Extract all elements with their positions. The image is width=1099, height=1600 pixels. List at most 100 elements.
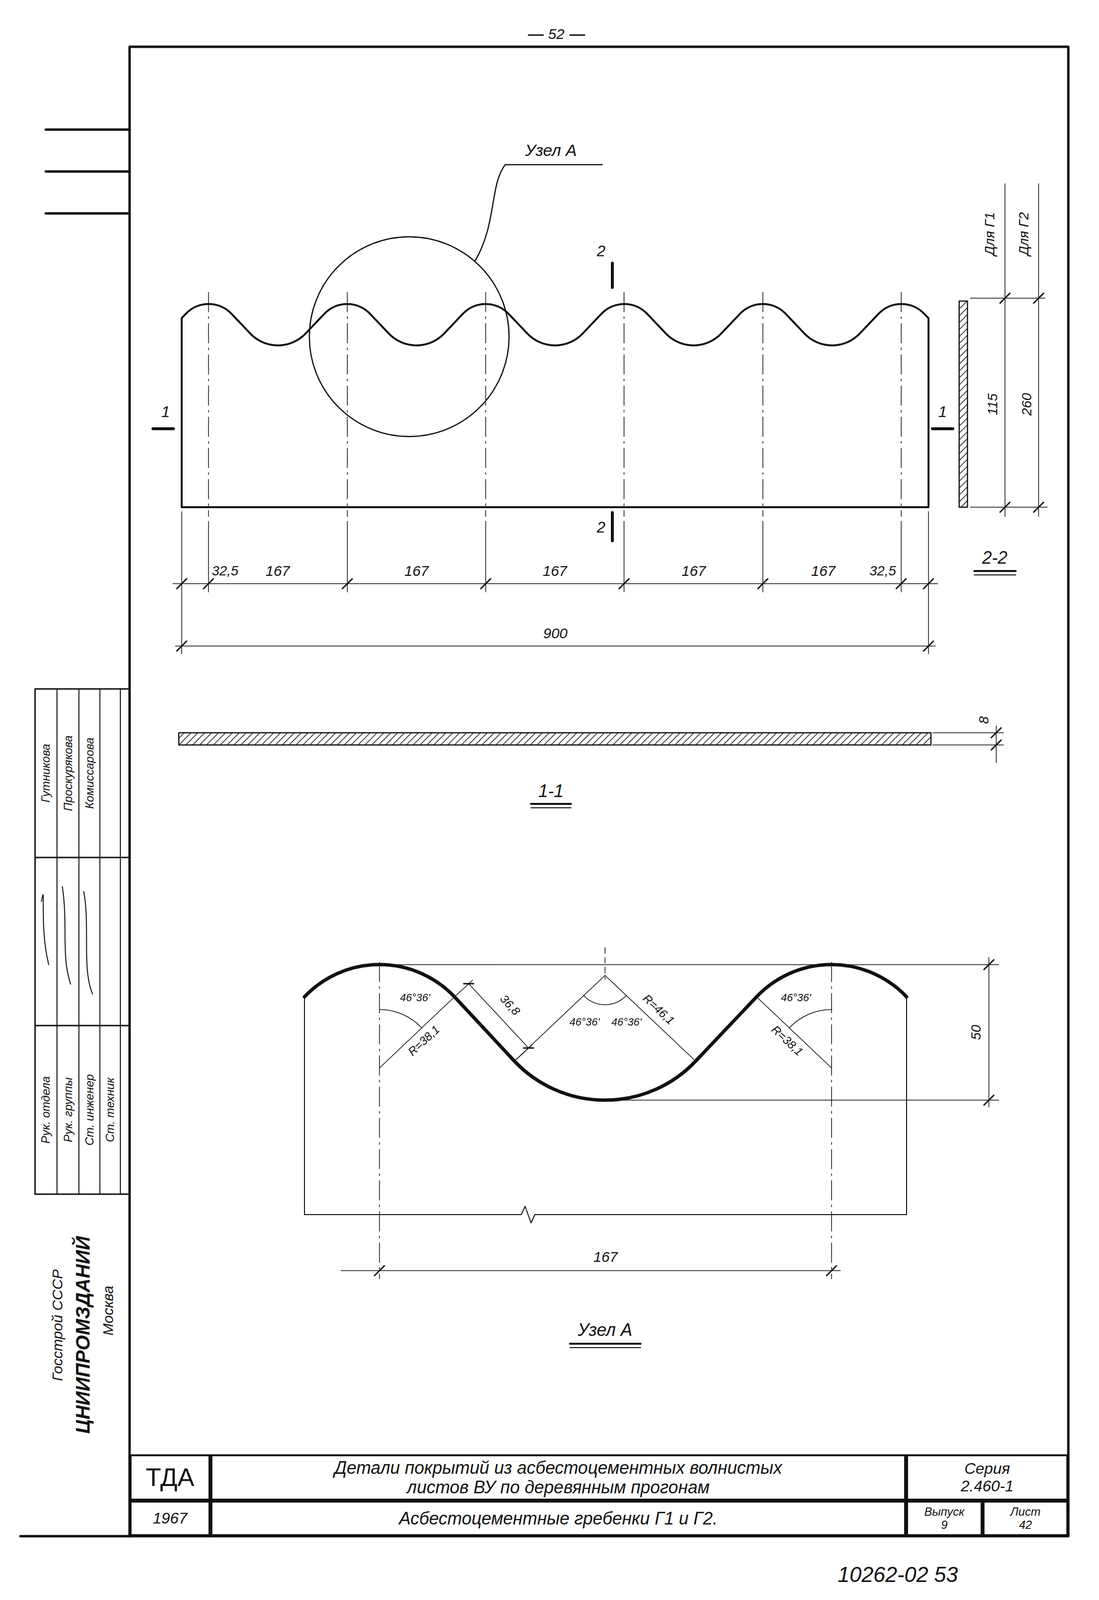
angle-value: 46°36' <box>611 1016 642 1028</box>
extension-line <box>762 521 764 592</box>
edge-line <box>906 996 908 1215</box>
comb-outline <box>181 303 929 508</box>
dimension-value: 32,5 <box>869 564 897 578</box>
binding-mark <box>45 128 130 132</box>
stamp-line <box>56 688 58 1194</box>
title-underline <box>569 1342 641 1345</box>
stamp-position: Ст. инженер <box>83 1074 96 1146</box>
stamp-line <box>78 688 80 1194</box>
radius-value: R=46,1 <box>640 992 677 1027</box>
stamp-line <box>35 856 130 859</box>
angle-arc <box>379 1009 422 1028</box>
extension-line <box>932 744 1004 746</box>
cell-text: Выпуск <box>924 1505 965 1518</box>
cell-text: ТДА <box>145 1463 195 1492</box>
stamp-position: Рук. отдела <box>39 1076 52 1144</box>
stamp-line <box>35 1024 130 1027</box>
cell-text: 2.460-1 <box>960 1477 1014 1495</box>
dimension-value: 167 <box>681 563 706 579</box>
extension-line <box>379 964 999 966</box>
section-mark: 1 <box>938 403 948 420</box>
dimension-tick <box>374 1265 837 1276</box>
dimension-value: 167 <box>811 563 836 579</box>
angle-value: 46°36' <box>569 1016 600 1028</box>
dimension-value: 900 <box>543 625 568 641</box>
cell-text: Серия <box>964 1459 1011 1478</box>
break-line <box>304 1206 907 1223</box>
dimension-value: 115 <box>985 393 1000 416</box>
dimension-value: 50 <box>969 1024 984 1040</box>
section-profile <box>959 301 968 508</box>
title-underline <box>974 569 1016 572</box>
dimension-value: 167 <box>542 563 568 579</box>
callout-underline <box>505 164 603 166</box>
angle-value: 46°36' <box>780 992 812 1004</box>
center-line <box>762 292 764 517</box>
extension-line <box>623 521 625 592</box>
sheet-title-cell: Детали покрытий из асбестоцементных волн… <box>210 1454 907 1501</box>
callout-label: Узел А <box>525 141 577 159</box>
dimension-line <box>468 983 529 1048</box>
dimension-value: 167 <box>593 1249 618 1265</box>
extension-line <box>485 521 487 592</box>
extension-line <box>514 1044 533 1062</box>
extension-line <box>454 980 473 997</box>
section-mark-line <box>610 512 614 541</box>
cell-text: Детали покрытий из асбестоцементных волн… <box>324 1458 793 1497</box>
frame-line <box>20 1534 130 1538</box>
title-underline <box>530 802 571 805</box>
extension-line <box>900 521 902 592</box>
extension-line <box>605 1099 999 1101</box>
center-line <box>900 292 902 517</box>
dimension-line <box>1004 183 1006 517</box>
section-profile <box>178 732 931 745</box>
dimension-tick <box>463 983 534 1048</box>
cell-text: Асбестоцементные гребенки Г1 и Г2. <box>398 1508 718 1529</box>
extension-line <box>970 506 1048 508</box>
series-cell: Серия2.460-1 <box>906 1454 1069 1501</box>
stamp-position: Рук. группы <box>62 1077 75 1142</box>
stamp-table <box>35 688 130 1194</box>
detail-circle <box>309 236 510 437</box>
center-line <box>208 292 209 517</box>
signature <box>41 886 93 994</box>
detail-title: Узел А <box>577 1321 633 1339</box>
radius-line <box>756 996 832 1068</box>
binding-mark <box>45 212 130 215</box>
edge-line <box>303 996 305 1215</box>
section-mark: 2 <box>596 519 606 535</box>
stamp-name: Гутникова <box>39 743 52 803</box>
year-cell: 1967 <box>129 1500 211 1536</box>
radius-value: R=38,1 <box>405 1023 442 1059</box>
dimension-line <box>988 957 990 1107</box>
section-title: 2-2 <box>982 549 1008 567</box>
wave-profile <box>304 964 907 1100</box>
dimension-tick <box>991 727 1002 750</box>
dimension-line <box>1038 183 1040 517</box>
stamp-name: Комиссарова <box>83 737 96 810</box>
angle-value: 46°36' <box>399 992 431 1004</box>
section-mark: 2 <box>596 243 606 259</box>
dimension-line <box>172 583 938 585</box>
section-mark-line <box>932 427 953 431</box>
dimension-tick <box>176 578 934 651</box>
binding-mark <box>45 170 130 173</box>
center-line <box>604 947 606 980</box>
dimension-value: 260 <box>1020 393 1034 417</box>
sheet-number-cell: Лист42 <box>982 1500 1069 1536</box>
radius-value: R=38,1 <box>769 1023 805 1059</box>
section-mark-line <box>610 263 614 288</box>
dimension-value: 32,5 <box>211 564 239 578</box>
dimension-value: 167 <box>265 563 290 579</box>
center-line <box>346 292 348 517</box>
archive-number: 10262-02 53 <box>837 1563 958 1586</box>
cell-text: 9 <box>941 1518 948 1532</box>
organisation-name: Госстрой СССР <box>50 1269 65 1381</box>
cell-text: 42 <box>1019 1518 1033 1532</box>
angle-arc <box>789 1009 832 1028</box>
title-underline <box>530 807 571 809</box>
institute-name: ЦНИИПРОМЗДАНИЙ <box>73 1235 93 1434</box>
cell-text: 1967 <box>152 1509 188 1527</box>
